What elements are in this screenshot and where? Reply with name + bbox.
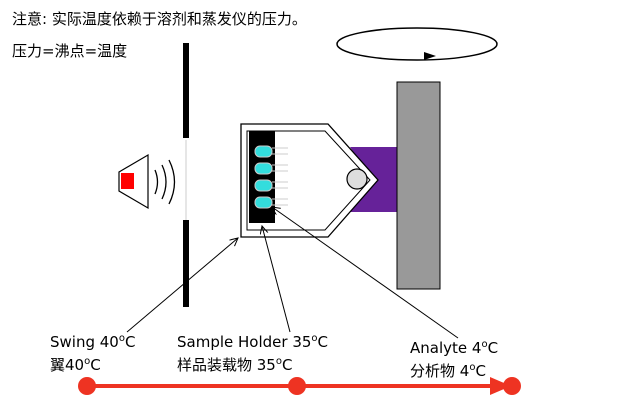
vial-4	[254, 196, 288, 209]
label-holder-zh: 样品装载物 35oC	[177, 356, 292, 374]
vial-2	[254, 162, 288, 175]
note-line-2: 压力=沸点=温度	[12, 42, 127, 60]
note-line-1: 注意: 实际温度依赖于溶剂和蒸发仪的压力。	[12, 10, 307, 28]
label-holder-en: Sample Holder 35oC	[177, 333, 328, 351]
vial-1	[254, 145, 288, 158]
vial-rack	[249, 131, 275, 223]
leader-swing	[126, 238, 238, 333]
label-analyte-en: Analyte 4oC	[410, 339, 498, 357]
heat-flow-arrow-icon	[78, 377, 521, 395]
label-swing-zh: 翼40oC	[50, 356, 101, 374]
vials	[254, 145, 288, 209]
heat-point-analyte	[503, 377, 521, 395]
label-analyte-zh: 分析物 4oC	[410, 362, 486, 380]
label-swing-en: Swing 40oC	[50, 333, 135, 351]
heat-point-swing	[78, 377, 96, 395]
leader-analyte	[272, 207, 459, 339]
rotation-arrow-icon	[336, 27, 498, 61]
pivot-knob	[346, 168, 368, 190]
heat-point-holder	[288, 377, 306, 395]
rotor-block	[396, 81, 441, 290]
vial-3	[254, 179, 288, 192]
sound-wave-icon	[154, 159, 176, 205]
leader-holder	[262, 226, 291, 333]
heat-source-icon	[118, 153, 149, 210]
